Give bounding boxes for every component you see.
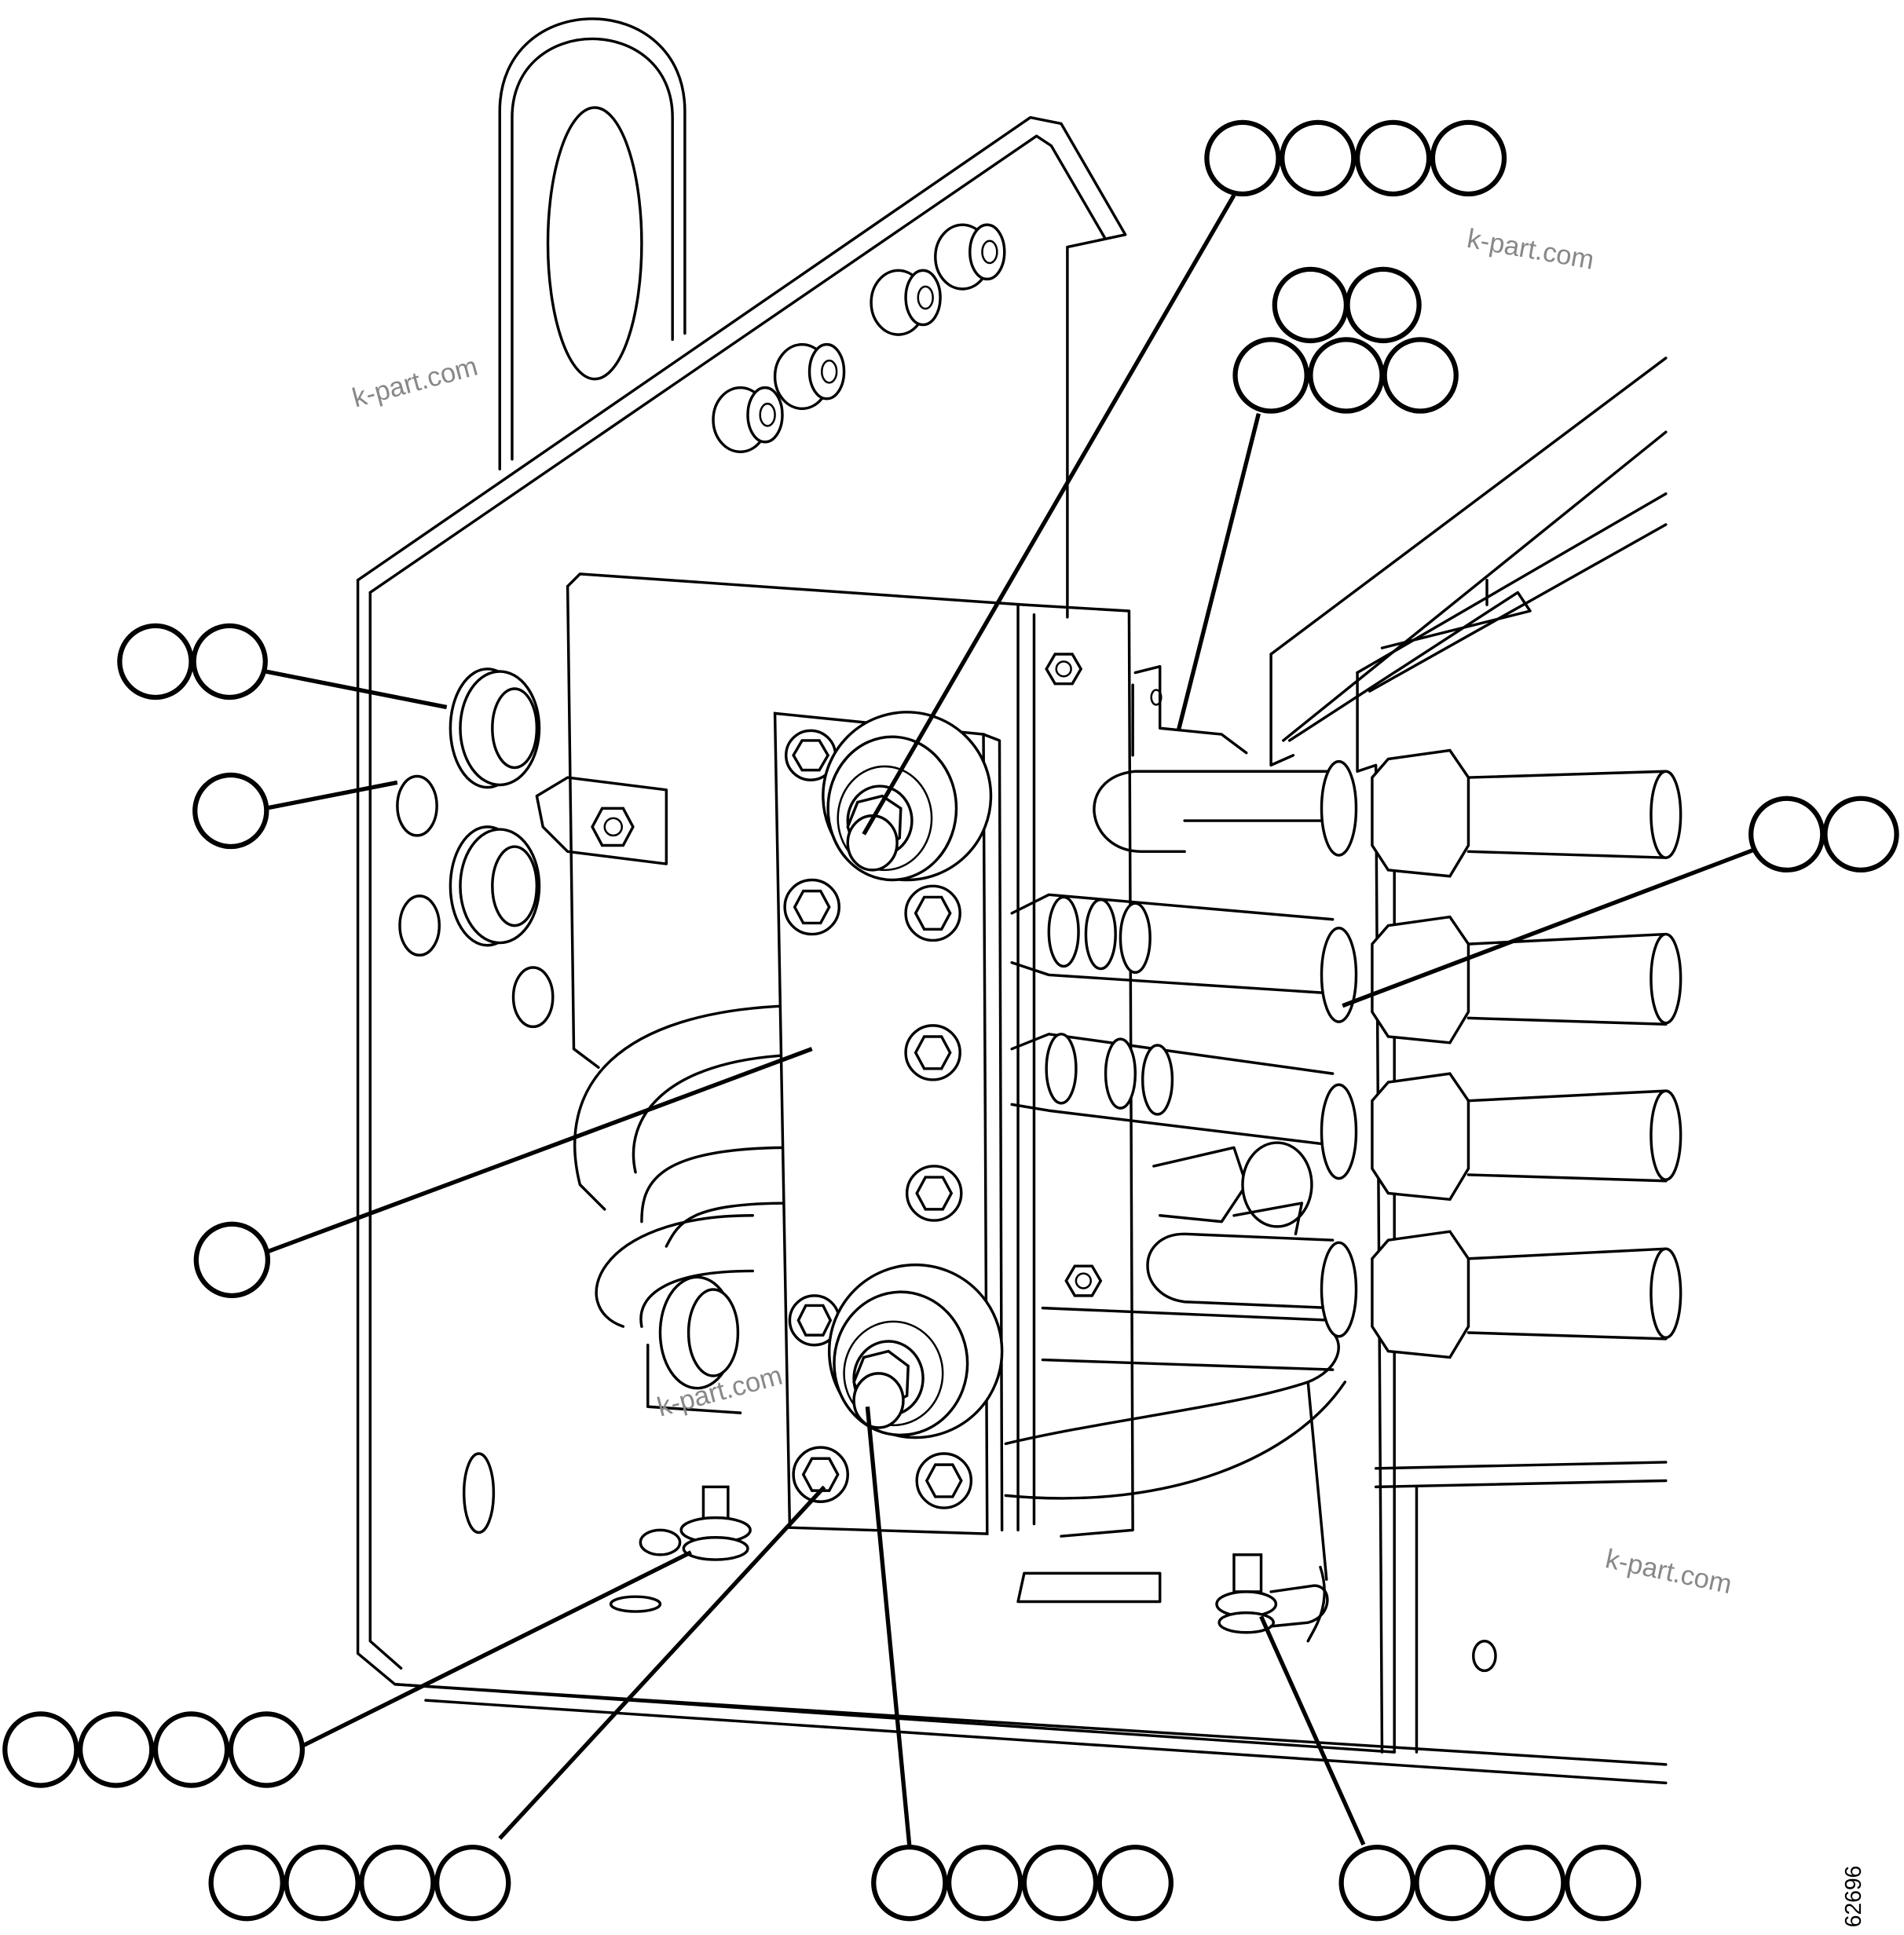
callout-group-bottom-right <box>1338 1844 1642 1922</box>
plate-nuts <box>783 729 973 1509</box>
upper-terminal <box>822 711 993 882</box>
hoses-right <box>1004 770 1347 1643</box>
callout-group-center-plate <box>193 1221 271 1299</box>
watermark: k-part.com <box>1603 1544 1735 1600</box>
bracket-nut <box>535 776 668 865</box>
grommets <box>396 668 555 1534</box>
callout-group-top-bolt <box>1204 119 1507 197</box>
elbow-fittings <box>1320 748 1682 1359</box>
watermark: k-part.com <box>350 352 481 414</box>
standoffs <box>712 223 1006 454</box>
watermark: k-part.com <box>1465 224 1596 276</box>
sensor-small-parts <box>1045 653 1313 1297</box>
ground-stud-left <box>609 1485 752 1613</box>
inner-plate <box>566 572 1162 1604</box>
callout-group-bottom-center <box>871 1844 1174 1922</box>
callout-group-left-plug <box>192 772 269 850</box>
lifting-ear <box>498 17 687 471</box>
lower-terminal <box>827 1263 1004 1439</box>
busbar-plate <box>773 711 1004 1535</box>
callout-group-right-fitting <box>1748 796 1899 873</box>
callout-group-left-grommet <box>117 623 268 700</box>
hose-loop-left <box>573 1004 792 1414</box>
drawing-number: 62696 <box>1840 1866 1866 1928</box>
plug-cap <box>396 774 438 837</box>
callout-group-upper-right <box>1232 266 1459 414</box>
mounting-panel <box>356 115 1668 1785</box>
ground-stud-right <box>1215 1553 1329 1634</box>
callout-group-bottom-left <box>208 1844 511 1922</box>
leader-lines <box>258 194 1757 1846</box>
callout-group-lower-left <box>2 1711 306 1788</box>
right-frame <box>1269 357 1668 1754</box>
